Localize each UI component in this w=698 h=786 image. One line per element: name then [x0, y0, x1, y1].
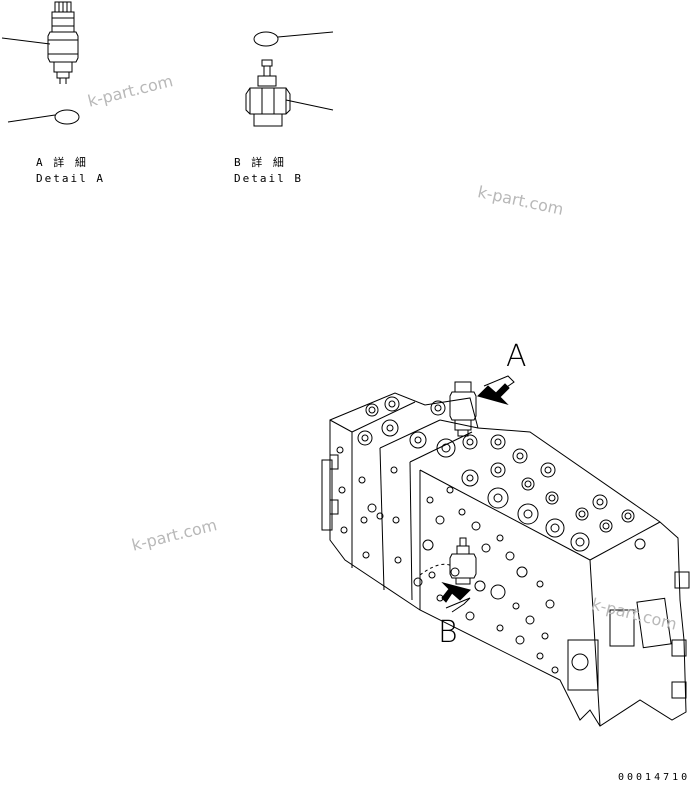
- detail-b-title-jp: B 詳 細: [234, 156, 286, 169]
- arrow-b-icon: [441, 582, 471, 613]
- plug-valve-b-icon: [245, 59, 291, 127]
- drawing-code: 00014710: [618, 772, 691, 783]
- leader-line: [277, 31, 334, 38]
- leader-line: [1, 37, 51, 45]
- port-row-front: [336, 446, 559, 674]
- control-valve-block-icon: [321, 381, 690, 727]
- relief-valve-a-icon: [47, 1, 79, 84]
- o-ring-a-icon: [54, 109, 80, 125]
- leader-line: [285, 99, 334, 111]
- arrow-a-icon: [477, 375, 515, 405]
- detail-a-title-en: Detail A: [36, 172, 105, 185]
- leader-line: [7, 114, 56, 123]
- o-ring-b-icon: [253, 31, 279, 47]
- callout-b-label: B: [438, 615, 458, 650]
- detail-b-title-en: Detail B: [234, 172, 303, 185]
- port-row-top: [357, 396, 646, 552]
- detail-a-title-jp: A 詳 細: [36, 156, 88, 169]
- callout-a-label: A: [506, 339, 527, 374]
